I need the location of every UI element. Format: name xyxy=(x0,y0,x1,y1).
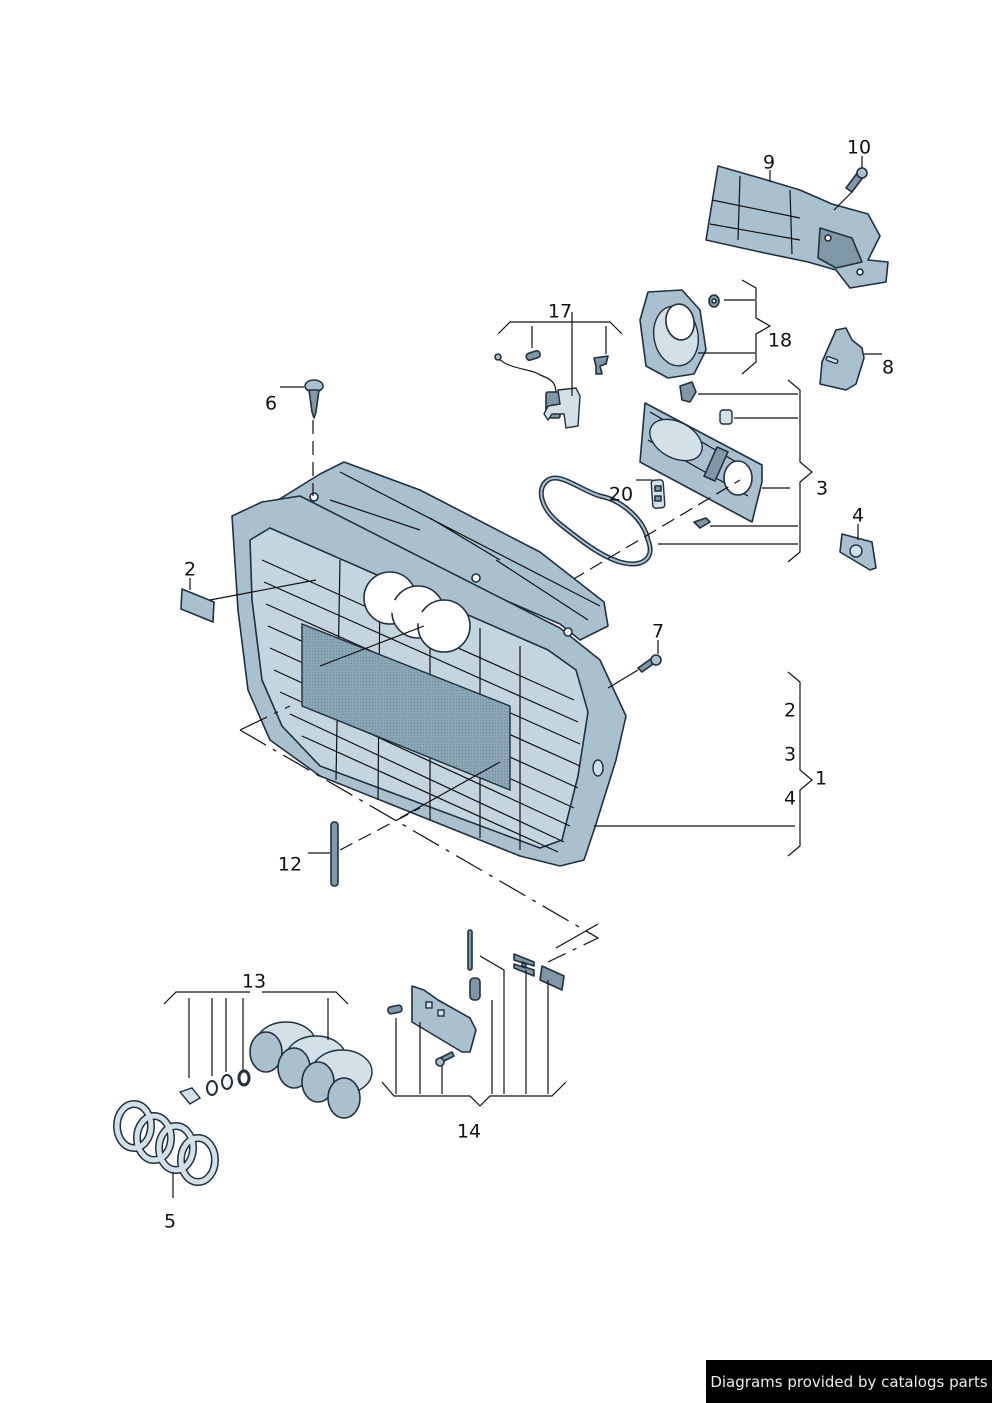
emblem-mount-part-13 xyxy=(178,1021,373,1119)
callout-label-2: 2 xyxy=(183,558,197,581)
camera-bracket-part-3 xyxy=(639,381,763,529)
sensor-part-17 xyxy=(494,349,609,429)
callout-label-17: 17 xyxy=(547,300,573,323)
callout-label-8: 8 xyxy=(881,356,895,379)
callout-label-7: 7 xyxy=(651,620,665,643)
bolt-part-7 xyxy=(637,654,662,673)
gasket-seal xyxy=(538,475,653,567)
screw-part-10 xyxy=(845,167,868,193)
badge-plate-part-2 xyxy=(180,588,215,623)
sensor-holder-part-4 xyxy=(839,533,877,571)
callout-label-5: 5 xyxy=(163,1210,177,1233)
callout-label-4: 4 xyxy=(851,504,865,527)
footer-credit-text: Diagrams provided by catalogs parts xyxy=(710,1372,988,1391)
four-rings-emblem-part-5 xyxy=(113,1100,219,1186)
callout-label-14: 14 xyxy=(456,1120,482,1143)
air-guide-part-9 xyxy=(705,165,889,289)
callout-label-2-group: 2 xyxy=(783,699,797,722)
clip-part-20 xyxy=(650,479,666,509)
emblem-cutout xyxy=(363,571,471,653)
callout-label-9: 9 xyxy=(762,151,776,174)
callout-label-4-group: 4 xyxy=(783,787,797,810)
screw-part-6 xyxy=(304,379,324,419)
callout-label-10: 10 xyxy=(846,136,872,159)
footer-credit-badge: Diagrams provided by catalogs parts xyxy=(706,1360,992,1403)
callout-label-3: 3 xyxy=(815,477,829,500)
callout-label-20: 20 xyxy=(608,483,634,506)
callout-label-12: 12 xyxy=(277,853,303,876)
callout-label-6: 6 xyxy=(264,392,278,415)
housing-part-18 xyxy=(639,289,720,379)
radiator-grille-part-1 xyxy=(231,461,627,867)
callout-label-18: 18 xyxy=(767,329,793,352)
bracket-set-part-14 xyxy=(387,929,565,1067)
cover-part-8 xyxy=(819,327,865,391)
callout-label-3-group: 3 xyxy=(783,743,797,766)
ring-mount-block xyxy=(249,1021,373,1119)
callout-label-1: 1 xyxy=(814,767,828,790)
stud-part-12 xyxy=(330,821,339,887)
callout-label-13: 13 xyxy=(241,970,267,993)
